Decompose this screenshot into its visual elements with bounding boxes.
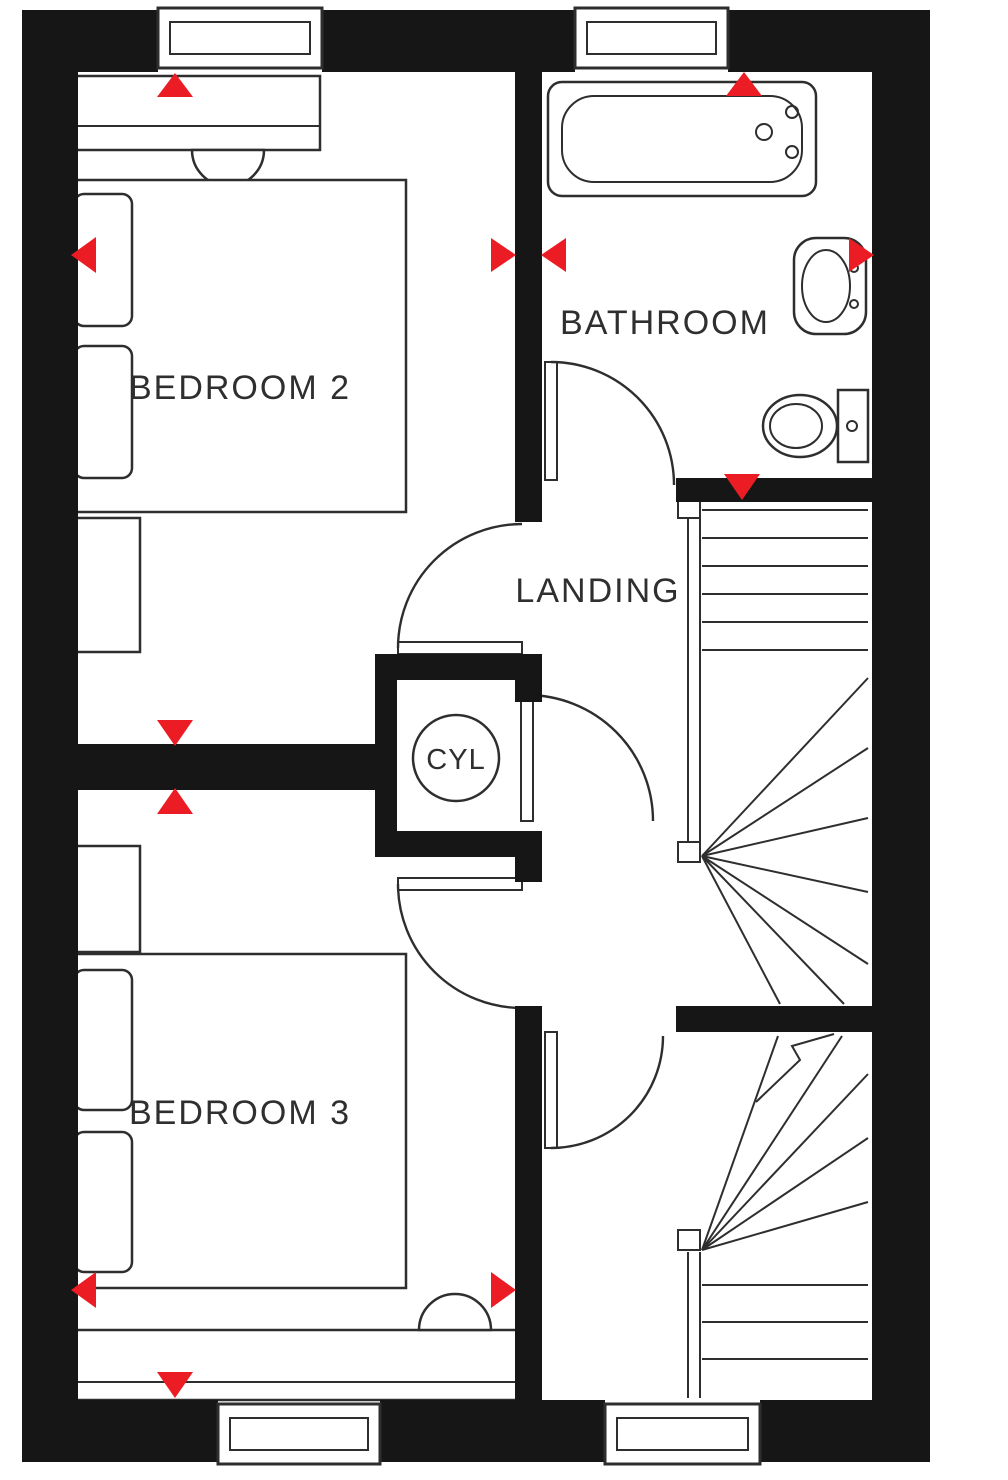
bedroom2-furniture <box>60 74 408 654</box>
outer-wall-top <box>322 10 575 72</box>
room-label-bedroom-3: BEDROOM 3 <box>129 1094 351 1132</box>
marker-arrow-left-icon <box>71 237 96 273</box>
window-sash <box>616 1417 749 1451</box>
outer-wall-bottom <box>380 1400 605 1462</box>
outer-wall-right <box>872 10 930 1462</box>
walls <box>22 10 930 1462</box>
marker-arrow-down-icon <box>157 720 193 746</box>
toilet-bowl-inner <box>769 403 823 449</box>
stairs-door-leaf <box>544 1031 558 1149</box>
winder-tread <box>701 1201 869 1251</box>
cylinder-cupboard-door-leaf <box>520 694 534 822</box>
winder-tread <box>701 1035 843 1251</box>
marker-arrow-down-icon <box>724 474 760 500</box>
room-label-cyl: CYL <box>426 744 485 776</box>
outer-wall-bottom <box>760 1400 930 1462</box>
wall-stairs-divider <box>676 1006 872 1032</box>
sink-bowl <box>801 249 851 323</box>
marker-arrow-left-icon <box>541 238 566 272</box>
window-sash <box>169 21 311 55</box>
marker-arrow-up-icon <box>726 72 762 96</box>
wall-bedroom3-stairs <box>515 1006 542 1402</box>
bathroom-door-swing-arc <box>550 360 676 486</box>
pillow <box>72 968 134 1112</box>
sink-tap-icon <box>849 299 859 309</box>
bedroom3-door-leaf <box>397 877 523 891</box>
bath-tub <box>546 80 818 198</box>
marker-arrow-up-icon <box>157 73 193 97</box>
wall-bedroom2-bathroom <box>515 72 542 522</box>
bathroom-door-leaf <box>544 361 558 481</box>
room-label-landing: LANDING <box>515 572 680 610</box>
toilet-flush-icon <box>846 420 858 432</box>
winder-tread <box>701 855 869 965</box>
bathroom-fixtures <box>546 80 870 464</box>
staircase-lower <box>677 1033 869 1398</box>
cylinder-cupboard-wall-bottom <box>375 831 542 857</box>
winder-tread <box>701 677 869 857</box>
wardrobe <box>66 74 322 152</box>
wardrobe <box>66 1328 520 1402</box>
bedroom3-furniture <box>60 844 520 1402</box>
window-sash <box>586 21 717 55</box>
measurement-markers <box>71 72 874 1398</box>
winder-tread <box>701 1073 869 1251</box>
marker-arrow-right-icon <box>849 238 874 272</box>
wall-bathroom-landing <box>676 478 872 502</box>
cylinder-symbol <box>411 713 501 803</box>
pillow <box>72 344 134 480</box>
cylinder-cupboard-wall-top <box>375 654 542 680</box>
stair-break-line <box>755 1033 835 1103</box>
cylinder-cupboard-door-swing-arc <box>526 693 655 822</box>
newel-post <box>677 1229 701 1251</box>
newel-post <box>677 841 701 863</box>
outer-wall-bottom <box>22 1400 218 1462</box>
winder-tread <box>701 817 869 857</box>
winder-tread <box>701 747 869 857</box>
marker-arrow-right-icon <box>491 1272 516 1308</box>
bedroom2-door-leaf <box>397 641 523 655</box>
sink-basin <box>792 236 868 336</box>
stool <box>417 1292 493 1332</box>
bedroom3-door-swing-arc <box>396 883 523 1010</box>
marker-arrow-left-icon <box>71 1272 96 1308</box>
bath-tap-icon <box>785 105 799 119</box>
toilet-cistern <box>836 388 870 464</box>
winder-tread <box>701 1137 869 1251</box>
wall-bedroom2-bedroom3 <box>22 744 397 790</box>
window-sash <box>229 1417 369 1451</box>
room-label-bedroom-2: BEDROOM 2 <box>129 369 351 407</box>
bedroom2-door-swing-arc <box>396 522 523 649</box>
marker-arrow-down-icon <box>157 1372 193 1398</box>
marker-arrow-right-icon <box>491 238 516 272</box>
staircase-upper <box>677 497 869 1005</box>
wall-stub <box>515 831 542 882</box>
toilet-bowl <box>761 393 839 459</box>
outer-wall-left <box>22 10 78 1462</box>
bath-tap-icon <box>785 145 799 159</box>
winder-tread <box>701 1035 779 1251</box>
winder-tread <box>701 855 781 1005</box>
bath-tub-inner <box>561 95 803 183</box>
bath-drain-icon <box>755 123 773 141</box>
marker-arrow-up-icon <box>157 788 193 814</box>
winder-tread <box>701 855 869 893</box>
windows <box>156 6 762 1466</box>
room-label-bathroom: BATHROOM <box>560 304 770 342</box>
pillow <box>72 1130 134 1274</box>
stairs-door-swing-arc <box>550 1035 665 1150</box>
winder-tread <box>701 855 845 1005</box>
